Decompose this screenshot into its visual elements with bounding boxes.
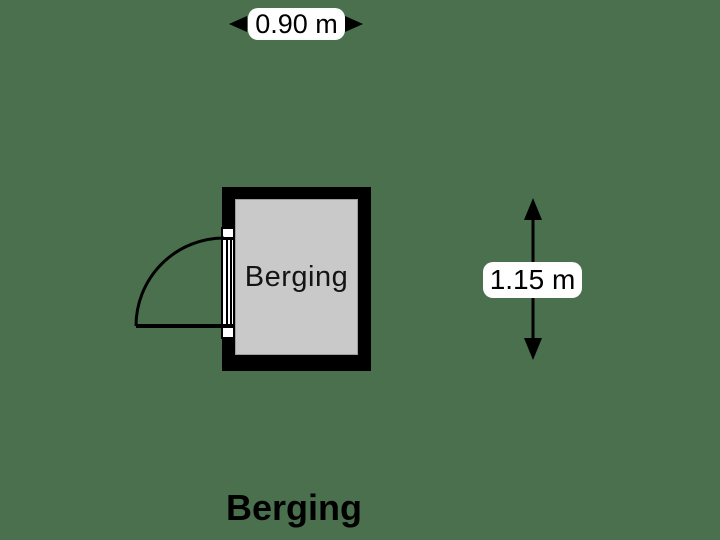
width-dimension-value: 0.90 m xyxy=(255,8,338,39)
door-frame-line xyxy=(226,240,228,324)
arrow-left-icon xyxy=(229,16,247,32)
door-frame xyxy=(221,238,235,326)
arrow-down-icon xyxy=(524,338,542,360)
door-jamb-bottom xyxy=(221,326,235,339)
height-dimension-value: 1.15 m xyxy=(489,264,576,295)
width-dimension-label: 0.90 m xyxy=(248,8,345,40)
door-frame-line xyxy=(230,240,232,324)
door-swing-arc-icon xyxy=(134,236,225,327)
room-label: Berging xyxy=(244,260,349,293)
room-floor: Berging xyxy=(235,199,358,355)
height-dimension-label: 1.15 m xyxy=(483,262,582,298)
door-jamb-top xyxy=(221,227,235,239)
arrow-up-icon xyxy=(524,198,542,220)
floorplan-title: Berging xyxy=(225,487,363,528)
arrow-right-icon xyxy=(345,16,363,32)
